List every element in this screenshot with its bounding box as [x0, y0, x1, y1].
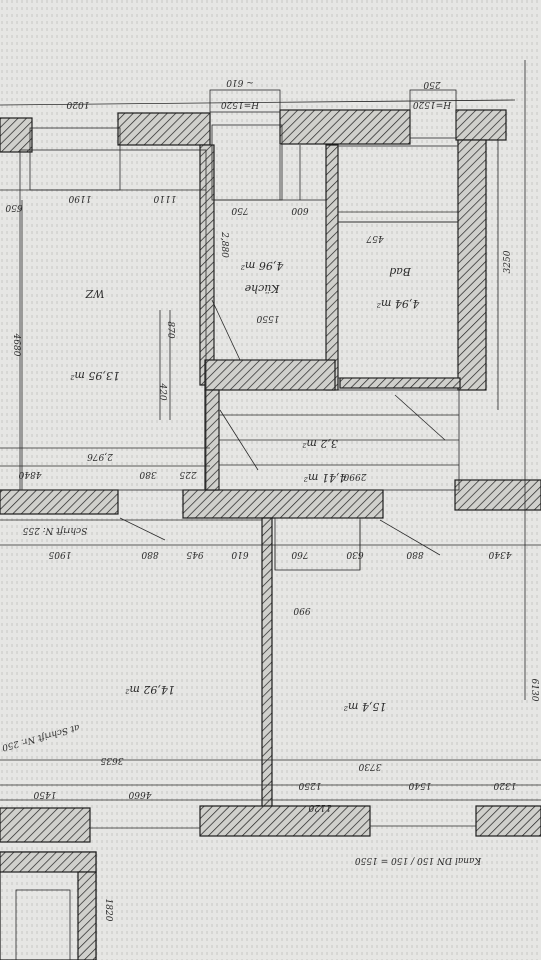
- dim-label: 610: [231, 549, 248, 559]
- dim-label: 990: [293, 605, 310, 615]
- dim-label: 1905: [48, 549, 71, 559]
- dim-label: 3730: [358, 761, 381, 771]
- room-kueche-area: 4,96 m²: [241, 259, 285, 272]
- dim-label: 1250: [298, 780, 321, 790]
- dim-label: 4340: [488, 549, 512, 559]
- dim-label: 880: [406, 549, 423, 559]
- dim-label: 2,880: [219, 231, 229, 258]
- annotation-left-note: Schrift N: 255: [22, 525, 87, 535]
- dim-label: 630: [346, 549, 363, 559]
- dim-label: 1020: [66, 99, 89, 109]
- dim-label: 1120: [308, 802, 331, 812]
- dim-label: 1540: [408, 780, 431, 790]
- dim-label: 420: [157, 382, 167, 400]
- dim-label: 1110: [153, 193, 176, 203]
- room-labels: WZ 13,95 m² Küche 4,96 m² Bad 4,94 m² 4,…: [70, 259, 420, 713]
- room-wz-area: 13,95 m²: [70, 369, 120, 382]
- dim-label: 6130: [529, 679, 539, 702]
- dim-label: 225: [179, 469, 197, 479]
- dim-label: 3635: [100, 755, 123, 765]
- dim-label: H=1520: [221, 99, 261, 109]
- dim-label: 880: [141, 549, 158, 559]
- room-kueche-name: Küche: [244, 282, 280, 295]
- room-bad-name: Bad: [389, 265, 412, 278]
- room-wz-name: WZ: [85, 287, 104, 300]
- dim-label: 600: [291, 205, 308, 215]
- thin-lines: [0, 60, 541, 960]
- dim-label: ~ 610: [226, 77, 254, 87]
- dim-label: 2990: [343, 471, 367, 481]
- dim-label: 457: [366, 233, 384, 243]
- room-flur2-area: 3,2 m²: [302, 437, 338, 450]
- room-lower-left-area: 14,92 m²: [125, 683, 175, 696]
- dim-label: 1550: [256, 313, 279, 323]
- dimension-labels: 1020 1190 1110 650 4680 4840 2,976 380 2…: [5, 77, 539, 922]
- dim-label: 870: [165, 321, 175, 338]
- dim-label: 380: [139, 469, 156, 479]
- dim-label: H=1520: [413, 99, 453, 109]
- dim-label: 250: [423, 79, 441, 89]
- dim-label: 2,976: [87, 451, 114, 461]
- dim-label: 1450: [33, 789, 56, 799]
- dim-label: 650: [5, 202, 22, 212]
- room-lower-right-area: 15,4 m²: [344, 700, 387, 713]
- dim-label: 1190: [68, 193, 91, 203]
- dim-label: 1320: [493, 780, 516, 790]
- room-bad-area: 4,94 m²: [377, 297, 421, 310]
- dim-label: 4660: [128, 789, 152, 799]
- annotation-lower-note: Kanal DN 150 / 150 = 1550: [355, 855, 482, 865]
- dim-label: 4840: [18, 469, 42, 479]
- dim-label: 1820: [103, 899, 113, 922]
- dim-label: 760: [291, 549, 308, 559]
- dim-label: 945: [186, 549, 203, 559]
- dim-label: 4680: [11, 333, 21, 357]
- dim-label: 3250: [503, 250, 513, 273]
- walls: [0, 109, 541, 960]
- dim-label: 750: [231, 205, 248, 215]
- room-flur-area: 4,41 m²: [304, 471, 348, 484]
